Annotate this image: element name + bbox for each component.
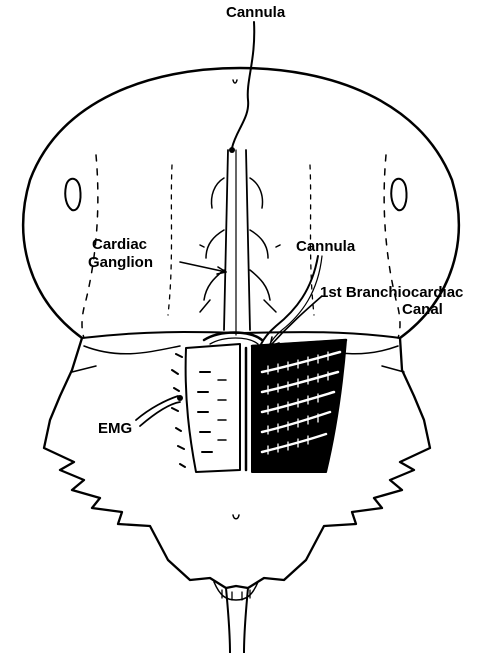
label-emg: EMG <box>98 420 132 437</box>
dissection-window <box>186 344 240 472</box>
left-eye <box>65 179 80 211</box>
label-cardiac-ganglion-line1: Cardiac <box>92 236 147 253</box>
median-ridge-right <box>246 150 250 330</box>
label-branchiocardiac-line1: 1st Branchiocardiac <box>320 284 463 301</box>
median-ridge-left <box>224 150 228 330</box>
label-cardiac-ganglion-line2: Ganglion <box>88 254 153 271</box>
label-branchiocardiac-line2: Canal <box>402 301 443 318</box>
right-eye <box>391 179 406 211</box>
label-cannula-top: Cannula <box>226 4 285 21</box>
label-cannula-right: Cannula <box>296 238 355 255</box>
opisthosoma-outline <box>44 338 430 588</box>
left-inner-ridge <box>168 165 172 315</box>
cannula-top-line <box>232 22 254 148</box>
branchiocardiac-arrow <box>270 296 322 346</box>
